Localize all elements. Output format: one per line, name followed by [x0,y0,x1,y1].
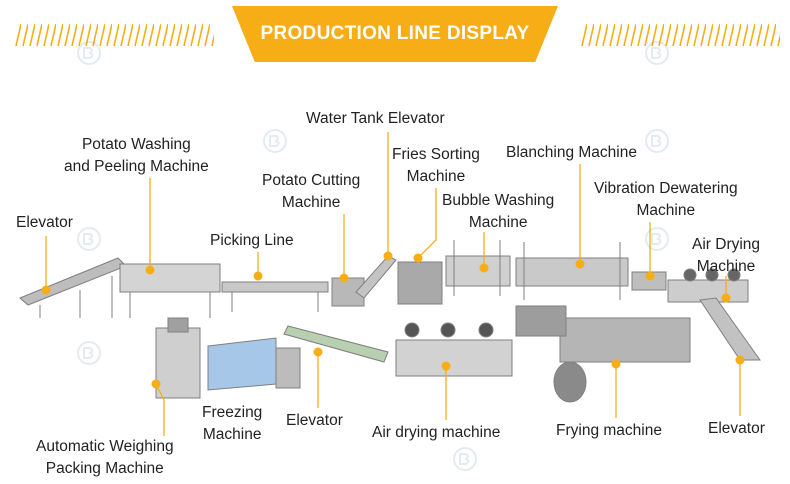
label-text: Machine [696,258,756,275]
label-text: Machine [406,168,466,185]
picking-line-machine [221,281,329,293]
label-text: Air Drying [692,236,761,253]
label-elevator-left: Elevator [16,212,73,234]
label-text: Elevator [286,412,343,429]
watermark-logo [645,227,669,251]
label-text: Potato Cutting [262,172,361,189]
label-frying-machine: Frying machine [556,420,662,442]
air-drying-bottom-machine [395,339,513,377]
label-text: Air drying machine [372,424,501,441]
marker-blanching [575,259,585,269]
label-text: Freezing [202,404,263,421]
label-text: Bubble Washing [442,192,555,209]
marker-air-drying-bottom [441,361,451,371]
marker-vibration [645,271,655,281]
label-water-tank-elevator: Water Tank Elevator [306,108,445,130]
label-text: Blanching Machine [506,144,637,161]
marker-elevator-right [735,355,745,365]
watermark-logo [645,41,669,65]
left-hatch-decoration [14,24,214,46]
marker-fries-sorting [413,253,423,263]
label-text: Machine [468,214,528,231]
frying-hood [515,305,567,337]
fries-sorting-machine [397,261,443,305]
label-text: Packing Machine [45,460,164,477]
marker-weighing [151,379,161,389]
label-text: and Peeling Machine [64,158,209,175]
label-air-drying-machine: Air drying machine [372,422,500,444]
banner: PRODUCTION LINE DISPLAY [232,6,558,62]
blanching-machine [515,257,629,287]
watermark-logo [453,447,477,471]
label-picking-line: Picking Line [210,230,294,252]
label-text: Frying machine [556,422,662,439]
watermark-logo [77,227,101,251]
marker-bubble [479,263,489,273]
frying-machine [559,317,691,363]
label-text: Elevator [708,420,765,437]
weighing-packing-machine [155,327,201,399]
banner-area: PRODUCTION LINE DISPLAY [0,0,790,70]
banner-title: PRODUCTION LINE DISPLAY [260,23,530,44]
marker-cutting [339,273,349,283]
marker-elevator-left [41,285,51,295]
elevator-mid-machine [283,325,389,363]
washing-peeling-machine [119,263,221,293]
label-elevator-mid: Elevator [286,410,343,432]
marker-picking [253,271,263,281]
label-blanching: Blanching Machine [506,142,637,164]
label-text: Potato Washing [81,136,191,153]
label-text: Fries Sorting [392,146,480,163]
marker-frying [611,359,621,369]
watermark-logo [263,129,287,153]
frying-oil-tank [553,361,587,403]
weighing-head [167,317,189,333]
watermark-logo [77,41,101,65]
marker-elevator-mid [313,347,323,357]
label-elevator-right: Elevator [708,418,765,440]
right-hatch-decoration [580,24,780,46]
label-text: Vibration Dewatering [594,180,738,197]
freezing-machine [207,337,277,391]
label-text: Machine [202,426,262,443]
label-text: Machine [636,202,696,219]
marker-water-tank [383,251,393,261]
marker-air-drying-top [721,293,731,303]
label-text: Automatic Weighing [36,438,174,455]
label-potato-washing: Potato Washing and Peeling Machine [64,134,209,178]
label-text: Picking Line [210,232,294,249]
label-text: Water Tank Elevator [306,110,445,127]
elevator-left-machine [19,257,127,306]
marker-washing [145,265,155,275]
label-text: Machine [281,194,341,211]
label-text: Elevator [16,214,73,231]
watermark-logo [77,341,101,365]
bubble-washing-machine [445,255,511,287]
elevator-right-machine [699,297,761,361]
watermark-logo [645,129,669,153]
freezing-end-unit [275,347,301,389]
water-tank-elevator-machine [355,255,397,299]
